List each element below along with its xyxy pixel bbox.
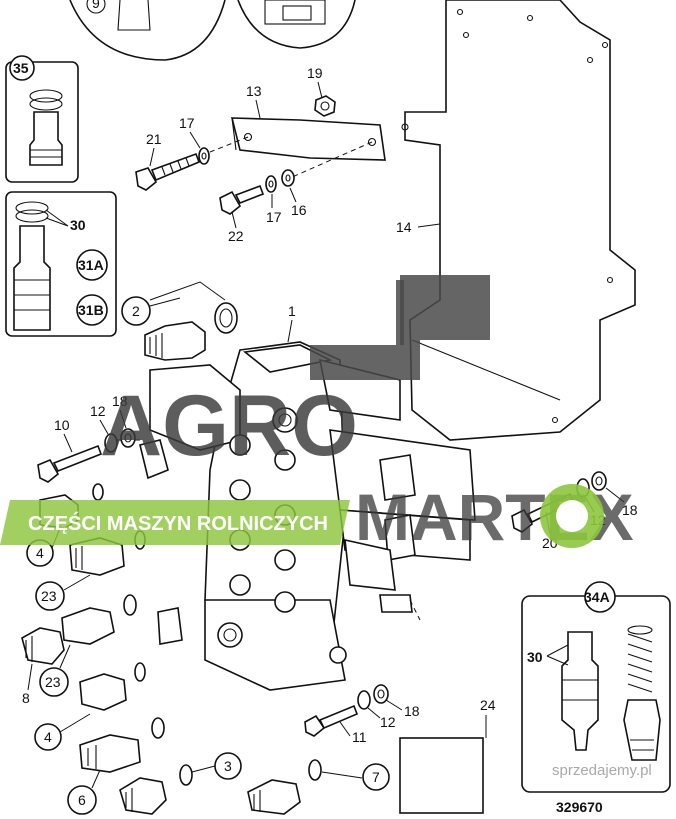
- kit-box-34A: 34A 30 329670: [521, 581, 671, 815]
- label-30-right: 30: [527, 649, 543, 665]
- label-4-top: 4: [36, 545, 44, 561]
- drawing-number: 329670: [556, 799, 603, 815]
- watermark-banner-text: CZĘŚCI MASZYN ROLNICZYCH: [28, 511, 328, 535]
- bolt-10: 10: [37, 417, 103, 483]
- label-9: 9: [92, 0, 100, 11]
- fitting-3: 3: [119, 752, 242, 815]
- label-14: 14: [396, 219, 412, 235]
- label-12-bottom: 12: [380, 714, 396, 730]
- label-24: 24: [480, 697, 496, 713]
- bracket-13: 13: [209, 83, 409, 179]
- label-6: 6: [78, 792, 86, 808]
- kit-box-31: 30 31A 31B: [5, 191, 117, 337]
- detail-circle-9: 9: [69, 0, 226, 61]
- washer-12-left: 12: [90, 403, 118, 453]
- label-18-bottom: 18: [404, 703, 420, 719]
- washer-18-right: 18: [591, 471, 638, 518]
- label-19: 19: [307, 65, 323, 81]
- label-13: 13: [246, 83, 262, 99]
- label-18-right: 18: [622, 502, 638, 518]
- label-31A: 31A: [78, 257, 104, 273]
- label-3: 3: [224, 758, 232, 774]
- label-23-top: 23: [41, 588, 57, 604]
- label-18-left: 18: [112, 393, 128, 409]
- label-21: 21: [146, 131, 162, 147]
- label-17-top: 17: [179, 115, 195, 131]
- label-23-bottom: 23: [45, 674, 61, 690]
- label-12-left: 12: [90, 403, 106, 419]
- label-22: 22: [228, 228, 244, 244]
- fitting-4-bottom: 4: [34, 713, 91, 751]
- washer-16: 16: [281, 169, 307, 218]
- washer-17-bottom: 17: [265, 175, 282, 225]
- bolt-22: 22: [219, 184, 265, 244]
- label-34A: 34A: [584, 589, 610, 605]
- washer-18-bottom: 18: [373, 684, 420, 719]
- label-31B: 31B: [78, 302, 104, 318]
- fitting-8: 8: [21, 594, 137, 706]
- item-24-box: 24: [399, 697, 496, 814]
- fitting-6: 6: [67, 717, 165, 815]
- label-1: 1: [288, 303, 296, 319]
- label-11: 11: [352, 729, 367, 745]
- watermark-brand-a: AGRO: [100, 378, 358, 474]
- washer-18-left: 18: [112, 393, 136, 448]
- fitting-7: 7: [247, 759, 390, 815]
- washer-17-top: 17: [179, 115, 210, 165]
- watermark-site: sprzedajemy.pl: [552, 762, 652, 779]
- fitting-23-bottom: 23: [39, 644, 146, 711]
- bolt-11: 11: [304, 704, 367, 745]
- label-17-bottom: 17: [266, 209, 282, 225]
- nut-19: 19: [307, 65, 336, 117]
- bolt-21: 21: [135, 131, 201, 191]
- label-4-bottom: 4: [44, 729, 52, 745]
- fitting-2: 2: [121, 281, 238, 361]
- kit-box-35: 35: [5, 55, 79, 183]
- washer-12-bottom: 12: [357, 690, 396, 730]
- detail-circle-top-right: [237, 0, 356, 49]
- watermark-banner: CZĘŚCI MASZYN ROLNICZYCH: [0, 500, 350, 545]
- watermark-tractor: [310, 275, 490, 380]
- label-2: 2: [132, 303, 140, 319]
- label-8: 8: [22, 690, 30, 706]
- watermark-e-logo: [540, 484, 604, 548]
- label-16: 16: [291, 202, 307, 218]
- mounting-plate-14: 14: [396, 0, 636, 441]
- label-7: 7: [372, 769, 380, 785]
- label-30-top: 30: [70, 217, 86, 233]
- label-35: 35: [13, 60, 29, 76]
- label-10: 10: [54, 417, 70, 433]
